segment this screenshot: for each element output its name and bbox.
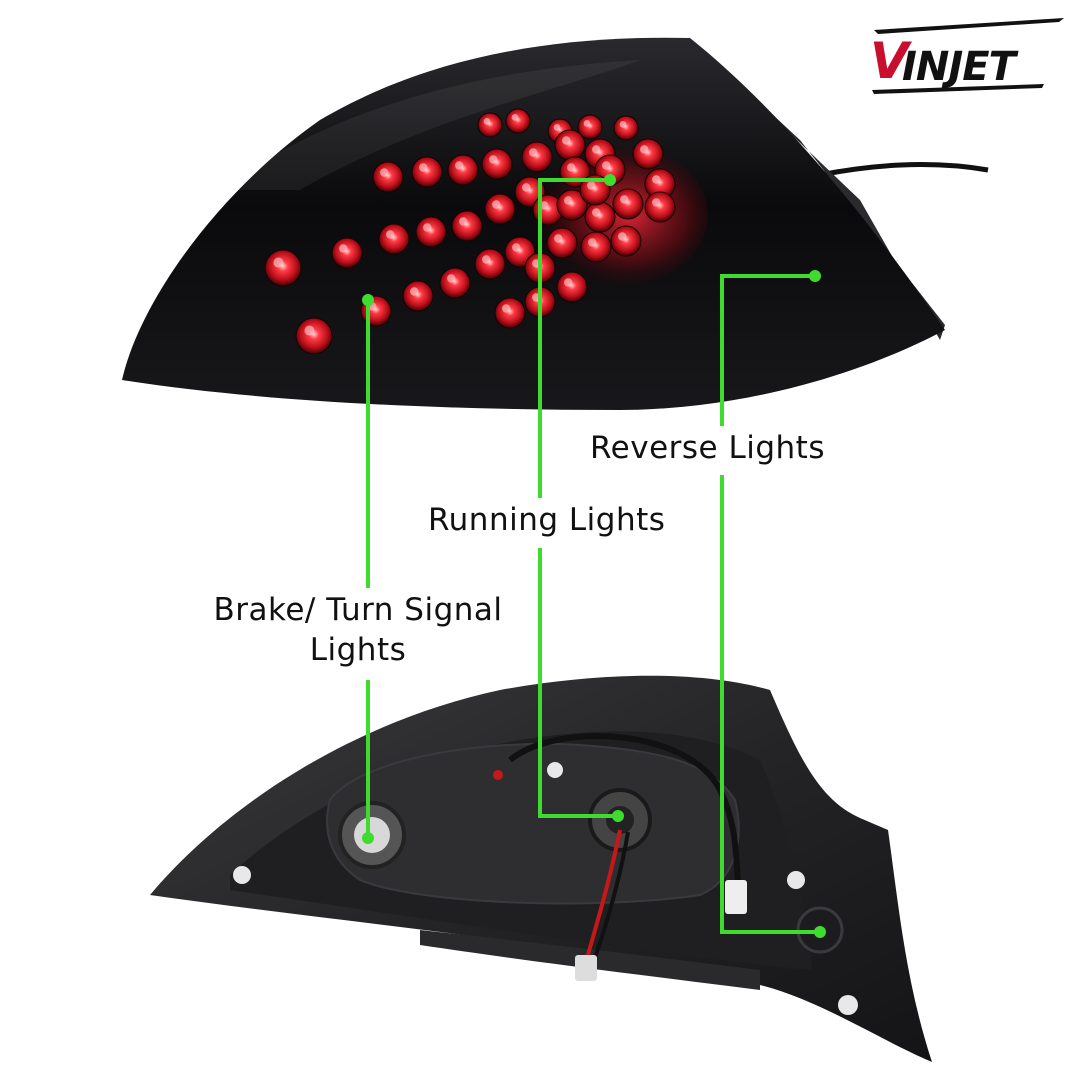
led-highlight (652, 198, 661, 207)
led-highlight (483, 118, 491, 125)
led (610, 225, 642, 257)
led-highlight (511, 114, 519, 121)
led-highlight (522, 183, 531, 192)
led (484, 193, 516, 225)
led-highlight (592, 145, 601, 154)
tail-light-rear-view (150, 675, 932, 1062)
led (613, 115, 639, 141)
led (451, 210, 483, 242)
led-highlight (592, 208, 601, 217)
led (481, 148, 513, 180)
led (644, 191, 676, 223)
led-highlight (492, 200, 501, 209)
led-highlight (273, 257, 284, 268)
led (494, 297, 526, 329)
led (415, 216, 447, 248)
led (264, 249, 302, 287)
led (411, 156, 443, 188)
led-highlight (583, 120, 591, 127)
led (580, 231, 612, 263)
led (521, 141, 553, 173)
led-highlight (564, 278, 573, 287)
led-highlight (554, 234, 563, 243)
led (556, 271, 588, 303)
tail-light-front-view (122, 37, 989, 411)
reverse-lights-label: Reverse Lights (590, 428, 825, 469)
led-highlight (455, 161, 464, 170)
led-highlight (410, 287, 419, 296)
led-highlight (304, 325, 315, 336)
led-highlight (620, 195, 629, 204)
led (579, 174, 611, 206)
led-highlight (540, 201, 549, 210)
led (505, 108, 531, 134)
led (546, 227, 578, 259)
led-highlight (380, 168, 389, 177)
running-lights-label: Running Lights (428, 500, 666, 541)
led-highlight (602, 161, 611, 170)
led (584, 201, 616, 233)
led-highlight (419, 163, 428, 172)
led (556, 189, 588, 221)
led (612, 188, 644, 220)
led-highlight (652, 175, 661, 184)
led-highlight (529, 148, 538, 157)
led (577, 114, 603, 140)
brake-turn-signal-label: Brake/ Turn Signal Lights (208, 590, 508, 671)
led-highlight (587, 181, 596, 190)
svg-text:V: V (870, 32, 912, 90)
led (439, 267, 471, 299)
led (402, 280, 434, 312)
led-highlight (447, 274, 456, 283)
led-highlight (386, 230, 395, 239)
led-highlight (553, 124, 561, 131)
callout-lines (366, 178, 820, 934)
led-highlight (564, 196, 573, 205)
led-highlight (482, 255, 491, 264)
led (378, 223, 410, 255)
vinjet-logo: V INJET (870, 18, 1064, 94)
led (474, 248, 506, 280)
svg-text:INJET: INJET (902, 44, 1019, 90)
led-highlight (489, 155, 498, 164)
led-highlight (339, 244, 348, 253)
led-highlight (640, 145, 649, 154)
led-highlight (588, 238, 597, 247)
led-highlight (619, 121, 627, 128)
led (331, 237, 363, 269)
led (447, 154, 479, 186)
led-highlight (512, 243, 521, 252)
led (295, 317, 333, 355)
led-highlight (459, 217, 468, 226)
led (477, 112, 503, 138)
brake-turn-signal-label-line2: Lights (309, 632, 407, 669)
brake-turn-signal-label-line1: Brake/ Turn Signal (213, 592, 503, 628)
led (554, 129, 586, 161)
callout-dots (362, 174, 826, 938)
led-highlight (618, 232, 627, 241)
led (632, 138, 664, 170)
led-highlight (562, 136, 571, 145)
led (372, 161, 404, 193)
led-highlight (567, 163, 576, 172)
led-highlight (423, 223, 432, 232)
led-highlight (502, 304, 511, 313)
